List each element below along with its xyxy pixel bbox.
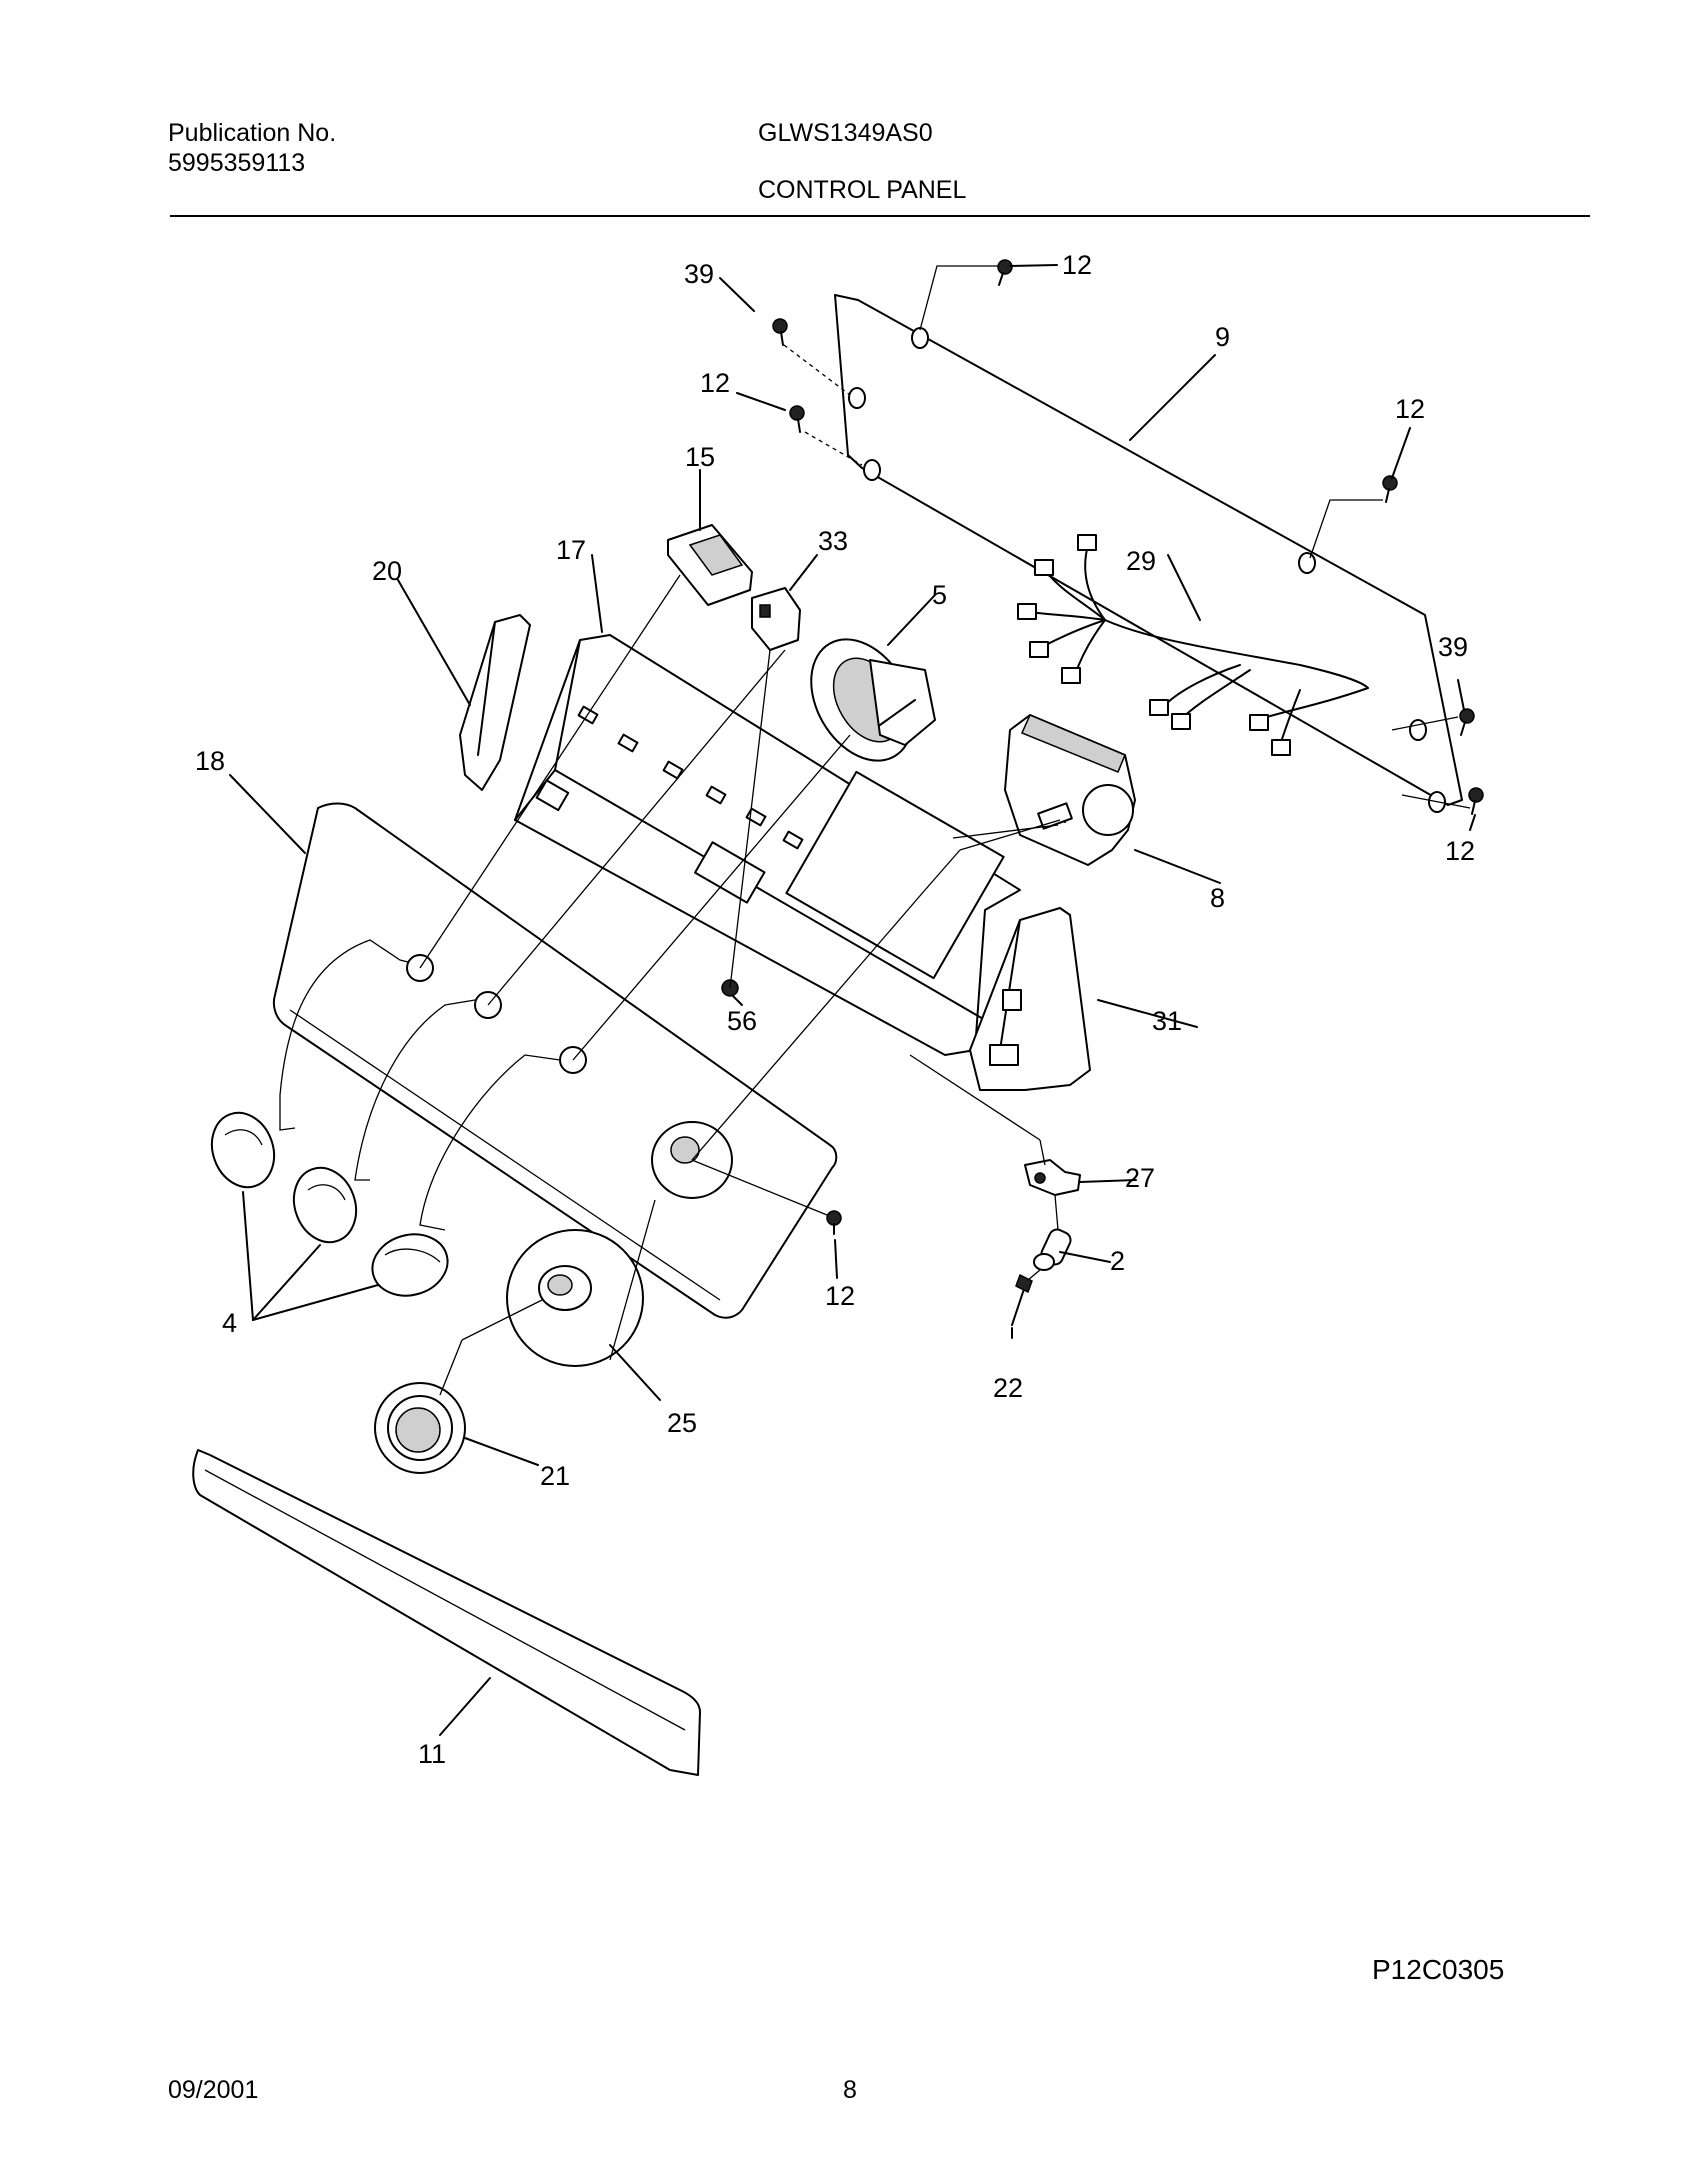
screw-12-right xyxy=(1382,475,1398,503)
callout-12-top: 12 xyxy=(1062,250,1092,280)
figure-code: P12C0305 xyxy=(1372,1954,1505,1985)
knob-4-a xyxy=(210,1111,276,1189)
screw-12-left xyxy=(789,405,805,433)
switch-33 xyxy=(751,587,801,651)
control-console-17 xyxy=(514,634,1021,1056)
model-number: GLWS1349AS0 xyxy=(758,119,933,147)
dial-skirt-25 xyxy=(506,1229,644,1367)
footer-date: 09/2001 xyxy=(168,2076,259,2104)
callout-39-top: 39 xyxy=(684,259,714,289)
callout-27: 27 xyxy=(1125,1163,1155,1193)
header-rule xyxy=(170,215,1590,217)
right-end-cap-31 xyxy=(969,907,1091,1091)
callout-labels: 39 12 12 9 12 15 33 17 20 29 5 39 18 12 … xyxy=(195,250,1475,1769)
screw-39-right xyxy=(1459,708,1475,736)
callout-20: 20 xyxy=(372,556,402,586)
left-end-cap-20 xyxy=(459,614,531,791)
callout-8: 8 xyxy=(1210,883,1225,913)
publication-number: 5995359113 xyxy=(168,149,306,177)
screw-12-lower-right xyxy=(1468,787,1484,815)
callout-12-front: 12 xyxy=(825,1281,855,1311)
screw-39-top-left xyxy=(772,318,788,346)
callout-15: 15 xyxy=(685,442,715,472)
callout-33: 33 xyxy=(818,526,848,556)
screw-12-top xyxy=(997,259,1013,286)
page-number: 8 xyxy=(843,2076,857,2104)
bracket-27 xyxy=(1024,1159,1081,1196)
knob-4-b xyxy=(292,1166,358,1244)
leader-lines xyxy=(229,264,1476,1736)
timer-knob-21 xyxy=(374,1382,466,1474)
timer-motor-8 xyxy=(1004,714,1136,866)
callout-29: 29 xyxy=(1126,546,1156,576)
callout-18: 18 xyxy=(195,746,225,776)
callout-21: 21 xyxy=(540,1461,570,1491)
callout-11: 11 xyxy=(418,1739,446,1769)
callout-12-left: 12 xyxy=(700,368,730,398)
rear-cover-panel-9 xyxy=(834,294,1463,813)
callout-12-right: 12 xyxy=(1395,394,1425,424)
callout-5: 5 xyxy=(932,580,947,610)
callout-4: 4 xyxy=(222,1308,237,1338)
rotary-timer-5 xyxy=(810,638,936,762)
knob-4-c xyxy=(371,1233,449,1297)
callout-12-lower-right: 12 xyxy=(1445,836,1475,866)
callout-2: 2 xyxy=(1110,1246,1125,1276)
screw-22 xyxy=(1011,1273,1033,1326)
screw-12-front xyxy=(826,1210,842,1235)
callout-9: 9 xyxy=(1215,322,1230,352)
callout-17: 17 xyxy=(556,535,586,565)
callout-25: 25 xyxy=(667,1408,697,1438)
control-panel-front-18 xyxy=(272,802,838,1319)
trim-strip-11 xyxy=(192,1449,701,1776)
spacer-2 xyxy=(1033,1228,1072,1271)
wiring-harness-29 xyxy=(1017,534,1369,756)
section-title: CONTROL PANEL xyxy=(758,176,967,204)
publication-label: Publication No. xyxy=(168,119,337,147)
callout-22: 22 xyxy=(993,1373,1023,1403)
callout-31: 31 xyxy=(1152,1006,1182,1036)
callout-39-right: 39 xyxy=(1438,632,1468,662)
electronic-module-15 xyxy=(667,524,753,606)
callout-56: 56 xyxy=(727,1006,757,1036)
